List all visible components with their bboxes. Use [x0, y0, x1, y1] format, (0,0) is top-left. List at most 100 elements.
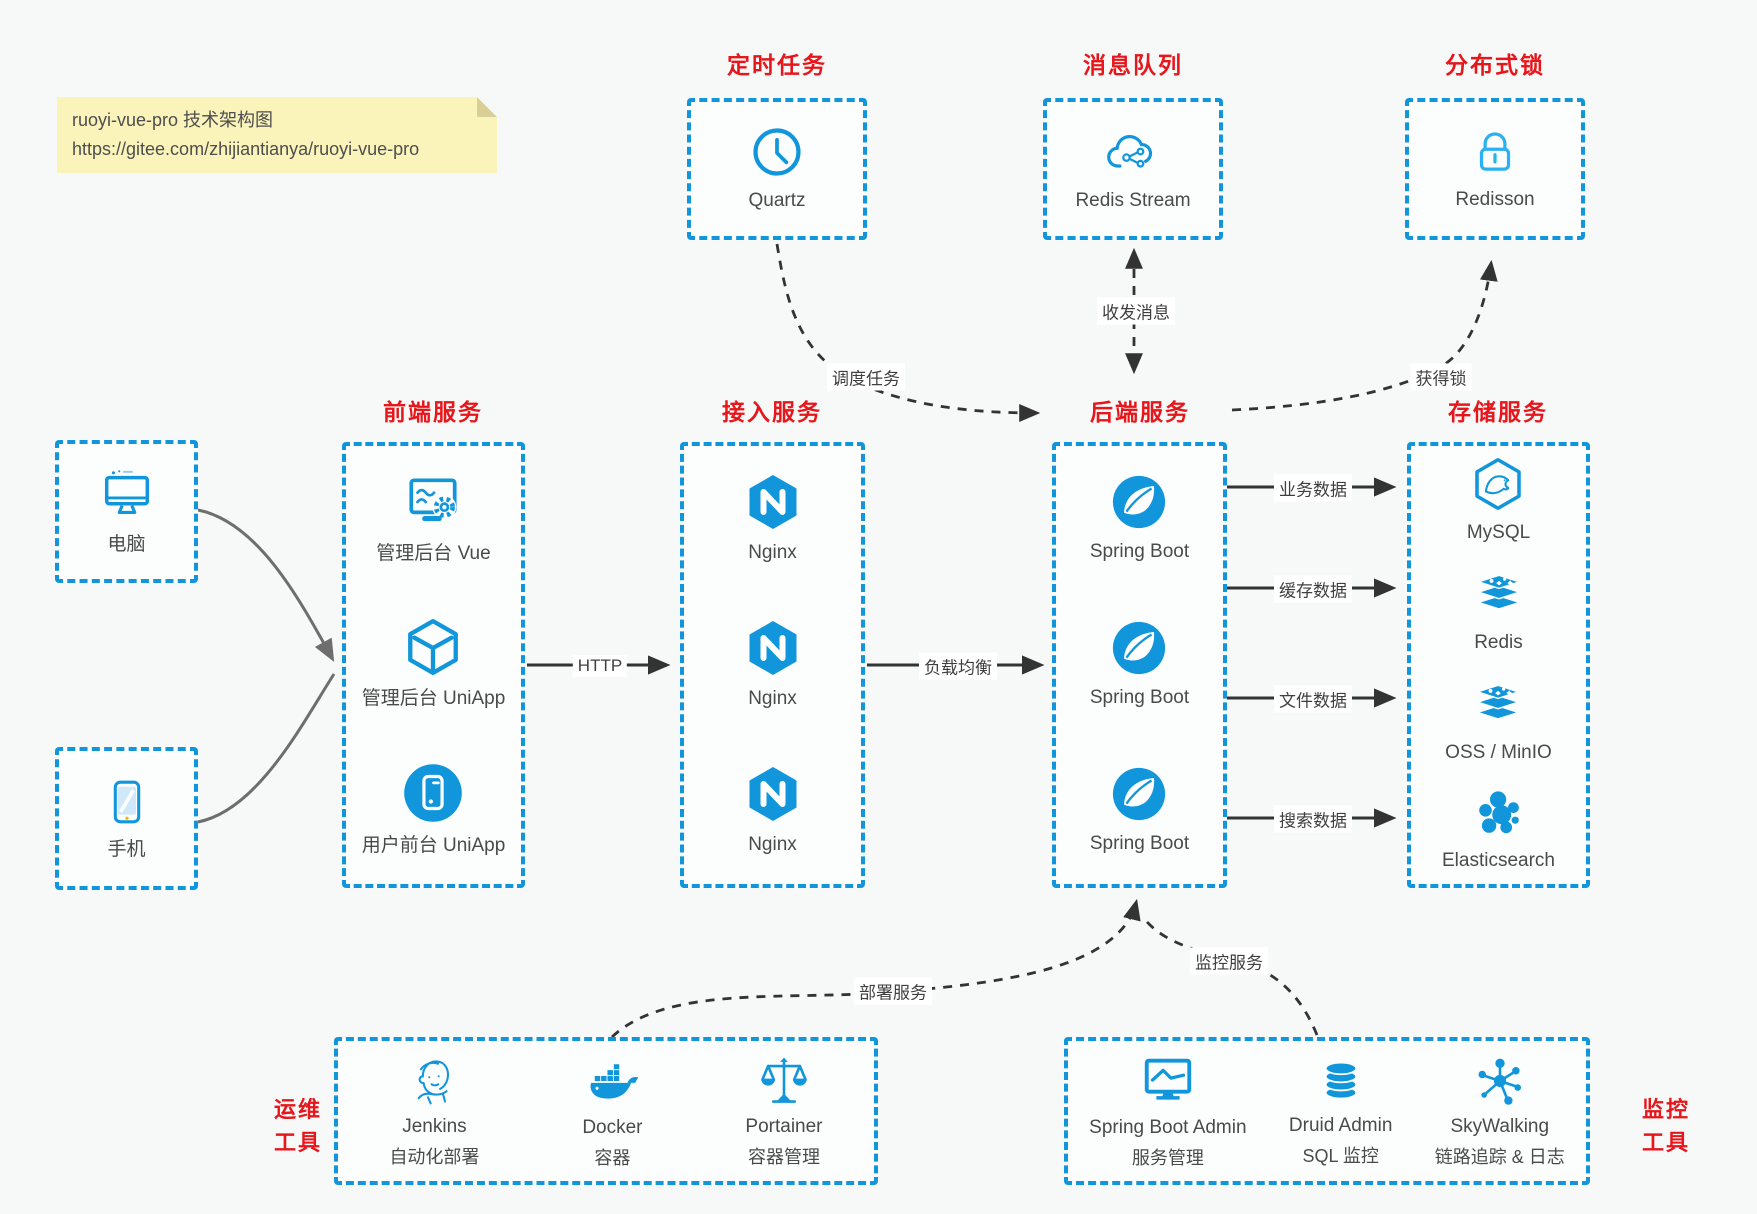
monitor-chart-icon [1139, 1052, 1197, 1110]
edge-label-search-data: 搜索数据 [1274, 805, 1352, 833]
nginx-icon [743, 618, 803, 678]
edge-label-http: HTTP [572, 655, 628, 677]
mobile-label: 手机 [107, 838, 146, 860]
docker-desc: 容器 [594, 1148, 631, 1169]
edge-label-schedule: 调度任务 [827, 363, 905, 391]
pc-label: 电脑 [107, 533, 146, 555]
spring-boot-item-3: Spring Boot [1090, 765, 1189, 857]
redisson-item: Redisson [1455, 125, 1535, 213]
nginx-item-2: Nginx [743, 618, 803, 712]
clock-icon [749, 124, 805, 180]
docker-label: Docker [582, 1116, 643, 1138]
cube-icon [402, 616, 464, 678]
spring-boot-item-1: Spring Boot [1090, 473, 1189, 565]
redis-label: Redis [1474, 632, 1523, 654]
admin-vue-label: 管理后台 Vue [376, 542, 491, 564]
edge-label-load-balance: 负载均衡 [919, 652, 997, 680]
docker-item: Docker 容器 [582, 1052, 643, 1171]
edge-label-messaging: 收发消息 [1097, 297, 1175, 325]
portainer-desc: 容器管理 [747, 1147, 820, 1168]
ops-title-line1: 运维 [273, 1097, 322, 1122]
column-title-storage: 存储服务 [1448, 399, 1548, 425]
monitoring-title-line2: 工具 [1641, 1130, 1690, 1155]
admin-console-icon [402, 471, 464, 533]
mysql-item: MySQL [1467, 456, 1530, 546]
skywalking-item: SkyWalking 链路追踪 & 日志 [1435, 1053, 1565, 1170]
spring-boot-icon [1110, 765, 1168, 823]
nginx-icon [743, 764, 803, 824]
nginx-icon [743, 472, 803, 532]
portainer-scales-icon [756, 1053, 812, 1109]
nginx-label-1: Nginx [748, 542, 797, 564]
note-fold-cut [477, 97, 497, 117]
client-box-pc: 电脑 [55, 440, 198, 583]
lock-icon [1468, 125, 1522, 179]
redis-stream-label: Redis Stream [1075, 190, 1191, 212]
portainer-label: Portainer [745, 1115, 823, 1137]
druid-admin-label: Druid Admin [1288, 1114, 1393, 1136]
oss-minio-item: OSS / MinIO [1445, 676, 1552, 766]
desktop-computer-icon [98, 466, 156, 524]
spring-boot-item-2: Spring Boot [1090, 619, 1189, 711]
quartz-label: Quartz [748, 190, 806, 212]
group-box-ops-tools: Jenkins 自动化部署 Docker 容器 [334, 1037, 878, 1185]
nginx-item-1: Nginx [743, 472, 803, 566]
edge-label-acquire-lock: 获得锁 [1410, 363, 1472, 391]
jenkins-desc: 自动化部署 [389, 1147, 480, 1168]
group-box-monitoring-tools: Spring Boot Admin 服务管理 Druid Admin SQL 监… [1064, 1037, 1590, 1185]
object-storage-stack-icon [1470, 676, 1526, 732]
jenkins-label: Jenkins [402, 1115, 467, 1137]
column-title-frontend: 前端服务 [383, 399, 483, 425]
admin-uniapp-item: 管理后台 UniApp [361, 616, 506, 712]
redis-item: Redis [1471, 566, 1527, 656]
client-box-mobile: 手机 [55, 747, 198, 890]
edge-label-deploy: 部署服务 [854, 977, 932, 1005]
side-title-monitoring-tools: 监控 工具 [1634, 1093, 1698, 1159]
note-title: ruoyi-vue-pro 技术架构图 [72, 110, 274, 130]
column-box-storage: MySQL Redis [1407, 442, 1590, 888]
column-box-backend: Spring Boot Spring Boot Spring Boot [1052, 442, 1227, 888]
skywalking-label: SkyWalking [1450, 1115, 1550, 1137]
mobile-app-circle-icon [401, 761, 465, 825]
nginx-label-3: Nginx [748, 834, 797, 856]
group-title-scheduled-tasks: 定时任务 [727, 52, 827, 78]
group-box-distributed-lock: Redisson [1405, 98, 1585, 240]
nginx-item-3: Nginx [743, 764, 803, 858]
spring-boot-label-1: Spring Boot [1089, 541, 1190, 563]
elasticsearch-icon [1472, 786, 1526, 840]
mysql-label: MySQL [1466, 522, 1531, 544]
group-box-message-queue: Redis Stream [1043, 98, 1223, 240]
spring-boot-admin-desc: 服务管理 [1131, 1148, 1204, 1169]
admin-uniapp-label: 管理后台 UniApp [361, 688, 506, 710]
note-url: https://gitee.com/zhijiantianya/ruoyi-vu… [72, 139, 420, 160]
group-box-scheduled-tasks: Quartz [687, 98, 867, 240]
cloud-stream-icon [1103, 124, 1163, 180]
admin-vue-item: 管理后台 Vue [376, 471, 491, 567]
elasticsearch-label: Elasticsearch [1442, 850, 1555, 872]
column-box-frontend: 管理后台 Vue 管理后台 UniApp 用户前台 UniApp [342, 442, 525, 888]
smartphone-icon [100, 775, 154, 829]
spring-boot-label-3: Spring Boot [1089, 833, 1190, 855]
side-title-ops-tools: 运维 工具 [266, 1093, 330, 1159]
edge-label-cache-data: 缓存数据 [1274, 575, 1352, 603]
edge-label-monitor: 监控服务 [1190, 947, 1268, 975]
user-uniapp-label: 用户前台 UniApp [361, 835, 506, 857]
edge-label-business-data: 业务数据 [1274, 474, 1352, 502]
column-title-gateway: 接入服务 [722, 399, 822, 425]
monitoring-title-line1: 监控 [1641, 1097, 1690, 1122]
nginx-label-2: Nginx [748, 688, 797, 710]
database-icon [1314, 1054, 1368, 1108]
redis-stream-item: Redis Stream [1075, 124, 1191, 214]
skywalking-desc: 链路追踪 & 日志 [1434, 1147, 1565, 1168]
spring-boot-admin-item: Spring Boot Admin 服务管理 [1089, 1052, 1247, 1171]
user-uniapp-item: 用户前台 UniApp [361, 761, 506, 859]
edge-label-file-data: 文件数据 [1274, 685, 1352, 713]
group-title-distributed-lock: 分布式锁 [1445, 52, 1545, 78]
docker-whale-icon [583, 1052, 641, 1110]
druid-admin-item: Druid Admin SQL 监控 [1288, 1054, 1393, 1169]
column-box-gateway: Nginx Nginx Nginx [680, 442, 865, 888]
oss-minio-label: OSS / MinIO [1445, 742, 1552, 764]
redis-stack-icon [1471, 566, 1527, 622]
redisson-label: Redisson [1455, 189, 1535, 211]
